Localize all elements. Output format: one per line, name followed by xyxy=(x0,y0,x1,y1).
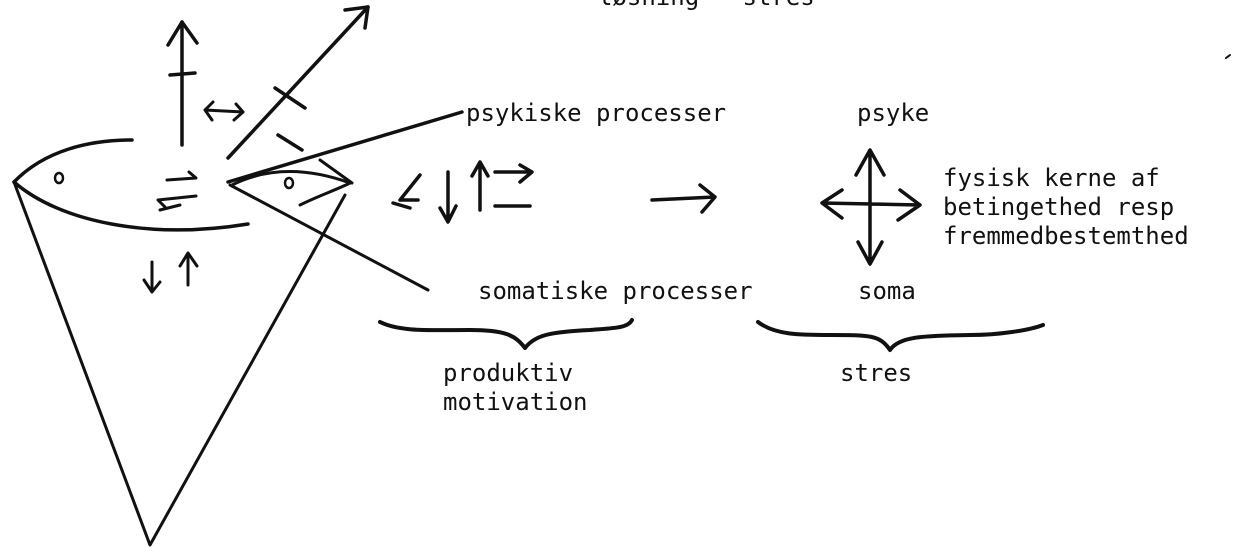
rim-exchange-arrows xyxy=(156,170,198,212)
stres-label: stres xyxy=(840,359,913,387)
rim-down-up-arrows xyxy=(142,251,199,294)
kerne-line-1: fysisk kerne af xyxy=(943,164,1160,192)
right-arrow xyxy=(650,183,717,214)
produktiv-motivation-text: produktiv motivation xyxy=(443,359,588,417)
fysisk-kerne-text: fysisk kerne af betingethed resp fremmed… xyxy=(943,164,1189,251)
somatiske-processer-label: somatiske processer xyxy=(478,277,753,305)
up-arrow-head xyxy=(166,20,199,47)
psyke-label: psyke xyxy=(857,99,930,127)
wedge-dot xyxy=(283,176,295,190)
wedge-tip xyxy=(318,158,354,185)
kerne-line-3: fremmedbestemthed xyxy=(943,222,1189,250)
wedge-rim-lower xyxy=(298,181,352,207)
psykiske-processer-label: psykiske processer xyxy=(466,99,727,127)
cone-rim-dot xyxy=(53,171,65,185)
cone-rim-upper xyxy=(12,138,134,184)
small-dash xyxy=(276,133,304,152)
brace-stres xyxy=(756,320,1045,352)
diag-arrow-head xyxy=(343,5,370,30)
cone-outline xyxy=(12,180,347,547)
diag-arrow-shaft xyxy=(226,5,370,160)
up-arrow-crossbar xyxy=(168,71,197,77)
brace-produktiv xyxy=(378,318,634,350)
wedge-lower-line xyxy=(228,183,430,292)
small-bidir-arrows xyxy=(203,100,245,122)
wedge-upper-line xyxy=(226,110,464,184)
cone-rim-lower xyxy=(12,180,250,232)
soma-label: soma xyxy=(858,277,916,305)
produktiv-line-2: motivation xyxy=(443,388,588,416)
produktiv-line-1: produktiv xyxy=(443,359,574,387)
diag-arrow-crossbar xyxy=(273,86,307,110)
top-label-losning-stres: løsning - stres xyxy=(598,0,815,12)
wedge-inner-rim xyxy=(230,170,352,187)
kerne-line-2: betingethed resp xyxy=(943,193,1175,221)
four-way-arrows xyxy=(820,148,922,266)
process-exchange-arrows xyxy=(391,160,534,224)
speck xyxy=(1225,54,1231,59)
